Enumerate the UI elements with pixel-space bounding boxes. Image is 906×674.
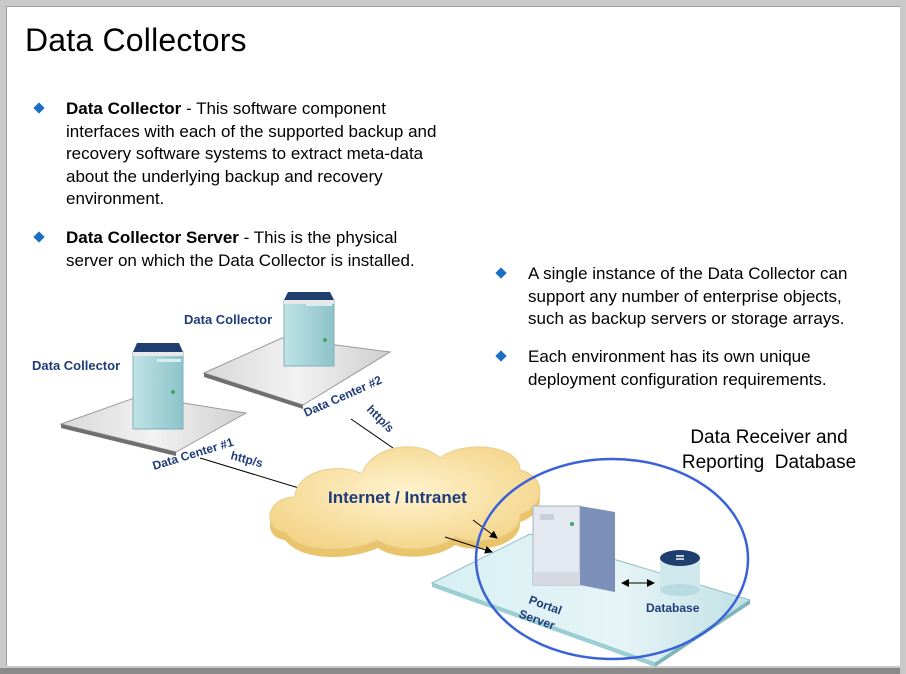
slide [6,6,900,666]
bullet-term: Data Collector [66,99,182,118]
bullet-environment: Each environment has its own unique depl… [495,346,898,391]
bullet-single-instance: A single instance of the Data Collector … [495,263,898,331]
bullet-term: Data Collector Server [66,228,239,247]
bullet-text-line: deployment configuration requirements. [528,369,827,389]
bullet-text-line: server on which the Data Collector is in… [66,250,415,270]
data-collector-2-server-icon [283,292,335,367]
link-1-line [199,457,313,493]
bullet-data-collector: Data Collector - This software component… [33,98,496,211]
arrow-in-2 [444,536,493,554]
portal-server-icon [532,505,615,592]
cloud-label: Internet / Intranet [328,488,467,507]
bullet-text-line: such as backup servers or storage arrays… [528,309,845,328]
frame-bottom-edge [0,668,906,674]
bullet-text-line: interfaces with each of the supported ba… [66,121,437,141]
collector-2-label: Data Collector [184,312,273,327]
bullet-text-line: This software component [196,99,386,118]
link-1-label: http/s [229,448,264,470]
internet-cloud-icon [269,446,541,558]
bullet-text-line: support any number of enterprise objects… [528,286,842,306]
frame-right-edge [900,0,906,674]
arrow-in-1 [472,519,498,539]
link-2-label: http/s [364,402,397,435]
data-collector-1-server-icon [132,343,184,430]
bullet-text-line: A single instance of the Data Collector … [528,264,848,283]
receiver-title-line: Reporting Database [681,452,857,473]
datacenter-2-platform [202,337,392,409]
bullet-text-line: Each environment has its own unique [528,347,811,366]
bullet-text-line: recovery software systems to extract met… [66,144,424,163]
database-label: Database [646,601,700,615]
slide-title: Data Collectors [25,22,247,58]
bullet-text-line: about the underlying backup and recovery [66,166,383,186]
bullet-text-line: This is the physical [253,228,398,247]
receiver-title: Data Receiver and Reporting Database [664,425,874,475]
bullet-text-line: environment. [66,189,165,208]
database-icon [660,550,700,596]
link-2-line [350,418,394,449]
receiver-ellipse [474,457,750,661]
collector-1-label: Data Collector [32,358,121,373]
receiver-title-line: Data Receiver and [690,427,848,448]
bullet-data-collector-server: Data Collector Server - This is the phys… [33,227,496,272]
